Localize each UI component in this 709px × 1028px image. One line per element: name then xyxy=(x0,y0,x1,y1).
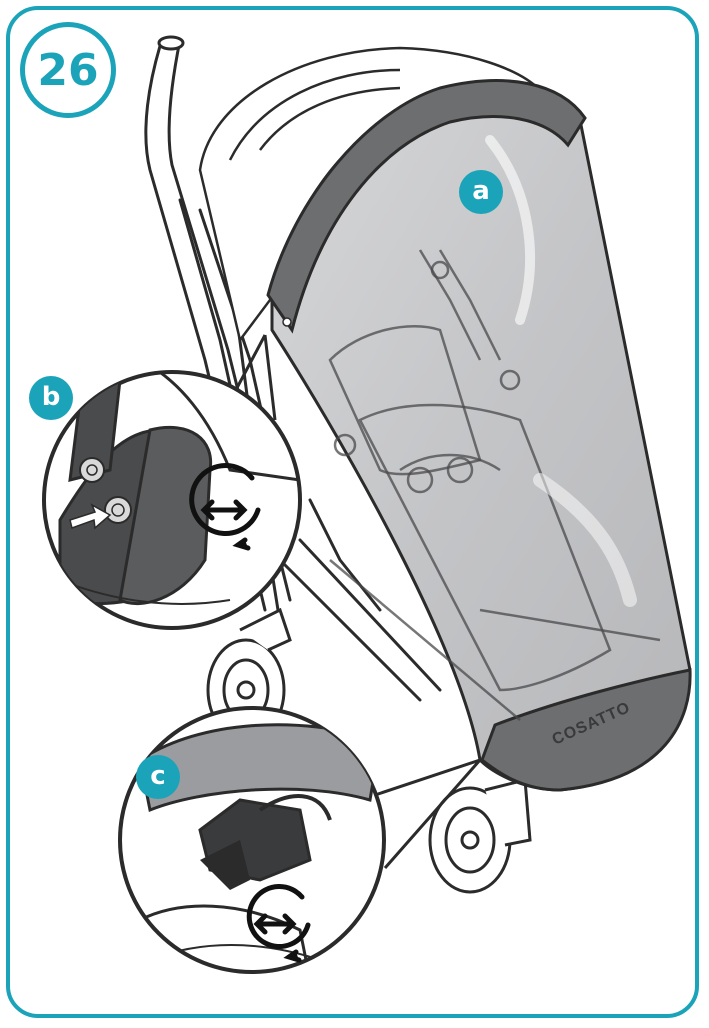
step-number: 26 xyxy=(37,44,99,96)
step-number-badge: 26 xyxy=(20,22,116,118)
callout-c: c xyxy=(136,755,180,799)
raincover: COSATTO xyxy=(266,79,692,792)
rotate-arrow-icon xyxy=(189,463,261,551)
callout-b-label: b xyxy=(41,381,61,412)
callout-c-label: c xyxy=(150,760,166,791)
wheel xyxy=(428,778,532,894)
callout-b: b xyxy=(29,376,73,420)
callout-a: a xyxy=(459,170,503,214)
detail-b-inset xyxy=(42,370,302,630)
detail-c-inset xyxy=(118,706,386,974)
callout-a-label: a xyxy=(472,175,490,206)
rotate-arrow-icon xyxy=(246,884,311,963)
